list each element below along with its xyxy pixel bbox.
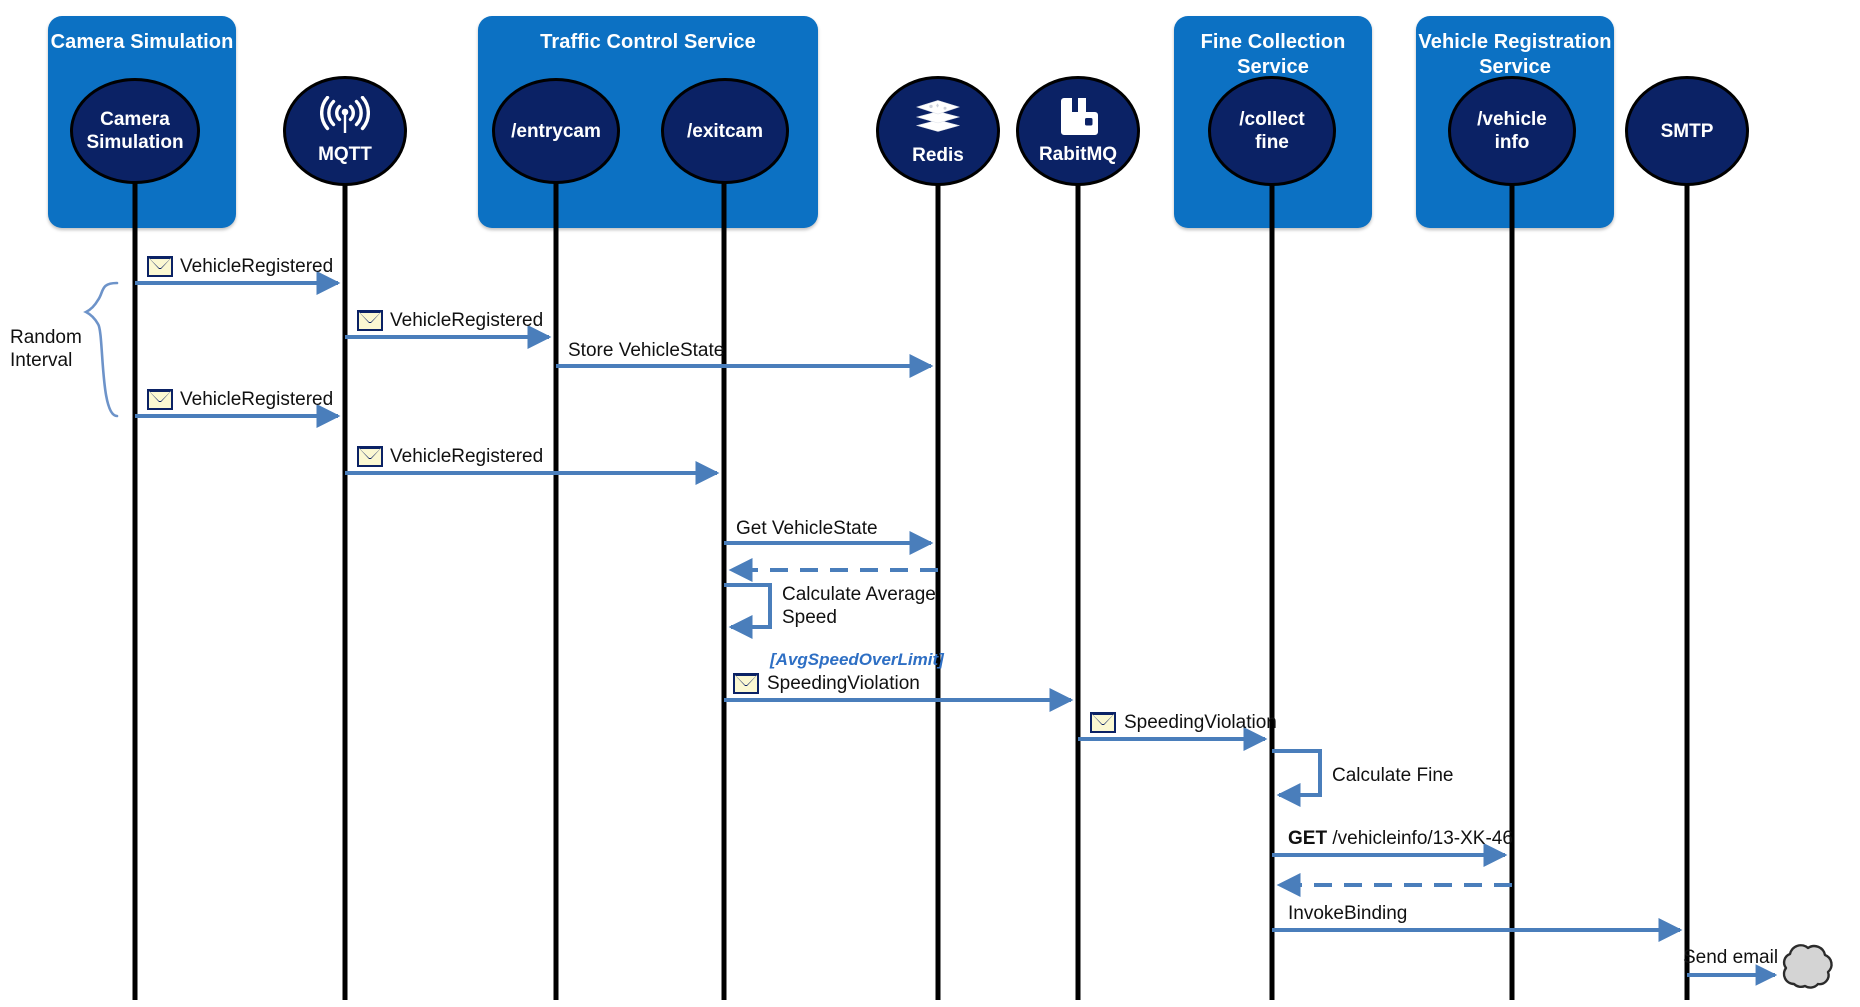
message-label-m3: Store VehicleState [568,340,725,361]
group-title-fine-collection: Fine Collection Service [1200,31,1346,78]
participant-label-redis: Redis [912,145,964,166]
message-path-m12: /vehicleinfo/13-XK-46 [1332,828,1513,849]
participant-entrycam[interactable]: /entrycam [492,78,620,184]
participant-label-entrycam: /entrycam [511,120,601,142]
message-label-m5: VehicleRegistered [390,446,544,467]
message-label-m1: VehicleRegistered [180,256,334,277]
envelope-icon-m9 [733,673,759,694]
group-title-camera-simulation: Camera Simulation [50,31,234,53]
message-label-m6: Get VehicleState [736,518,878,539]
participant-label-exitcam: /exitcam [686,120,764,142]
envelope-icon-m4 [147,389,173,410]
arrow-m8-self [724,583,772,639]
message-label-m14: InvokeBinding [1288,903,1408,924]
participant-label-smtp: SMTP [1660,120,1714,142]
participant-exitcam[interactable]: /exitcam [661,78,789,184]
message-label-m9: SpeedingViolation [767,673,920,694]
redis-icon [915,95,961,142]
message-label-m12: GET /vehicleinfo/13-XK-46 [1288,828,1513,850]
participant-label-rabbitmq: RabitMQ [1038,144,1118,165]
participant-label-collectfine: /collect fine [1239,109,1305,153]
participant-label-camera-simulation: Camera Simulation [86,109,184,153]
participant-collectfine[interactable]: /collect fine [1208,76,1336,186]
random-interval-label: Random Interval [10,327,82,371]
participant-camera-simulation[interactable]: Camera Simulation [70,78,200,184]
message-label-m8: Calculate Average Speed [782,584,936,628]
random-interval-brace [83,281,119,418]
envelope-icon-m1 [147,256,173,277]
participant-rabbitmq[interactable]: RabitMQ [1016,76,1140,186]
message-guard-m9: [AvgSpeedOverLimit] [770,650,944,669]
participant-label-vehicleinfo: /vehicle info [1477,109,1547,153]
participant-smtp[interactable]: SMTP [1625,76,1749,186]
envelope-icon-m2 [357,310,383,331]
message-label-m11: Calculate Fine [1332,765,1454,786]
envelope-icon-m10 [1090,712,1116,733]
http-verb-get: GET [1288,828,1333,849]
participant-mqtt[interactable]: MQTT [283,76,407,186]
group-title-vehicle-registration: Vehicle Registration Service [1418,31,1612,78]
participant-redis[interactable]: Redis [876,76,1000,186]
message-label-m10: SpeedingViolation [1124,712,1277,733]
message-label-m4: VehicleRegistered [180,389,334,410]
group-title-traffic-control: Traffic Control Service [540,31,756,53]
message-label-m15: Send email [1683,947,1779,968]
cloud-icon [1782,944,1833,989]
mqtt-icon [320,95,370,141]
participant-vehicleinfo[interactable]: /vehicle info [1448,76,1576,186]
participant-label-mqtt: MQTT [318,144,372,165]
envelope-icon-m5 [357,446,383,467]
arrow-m11-self [1272,749,1322,807]
rabbitmq-icon [1057,96,1099,141]
message-label-m2: VehicleRegistered [390,310,544,331]
